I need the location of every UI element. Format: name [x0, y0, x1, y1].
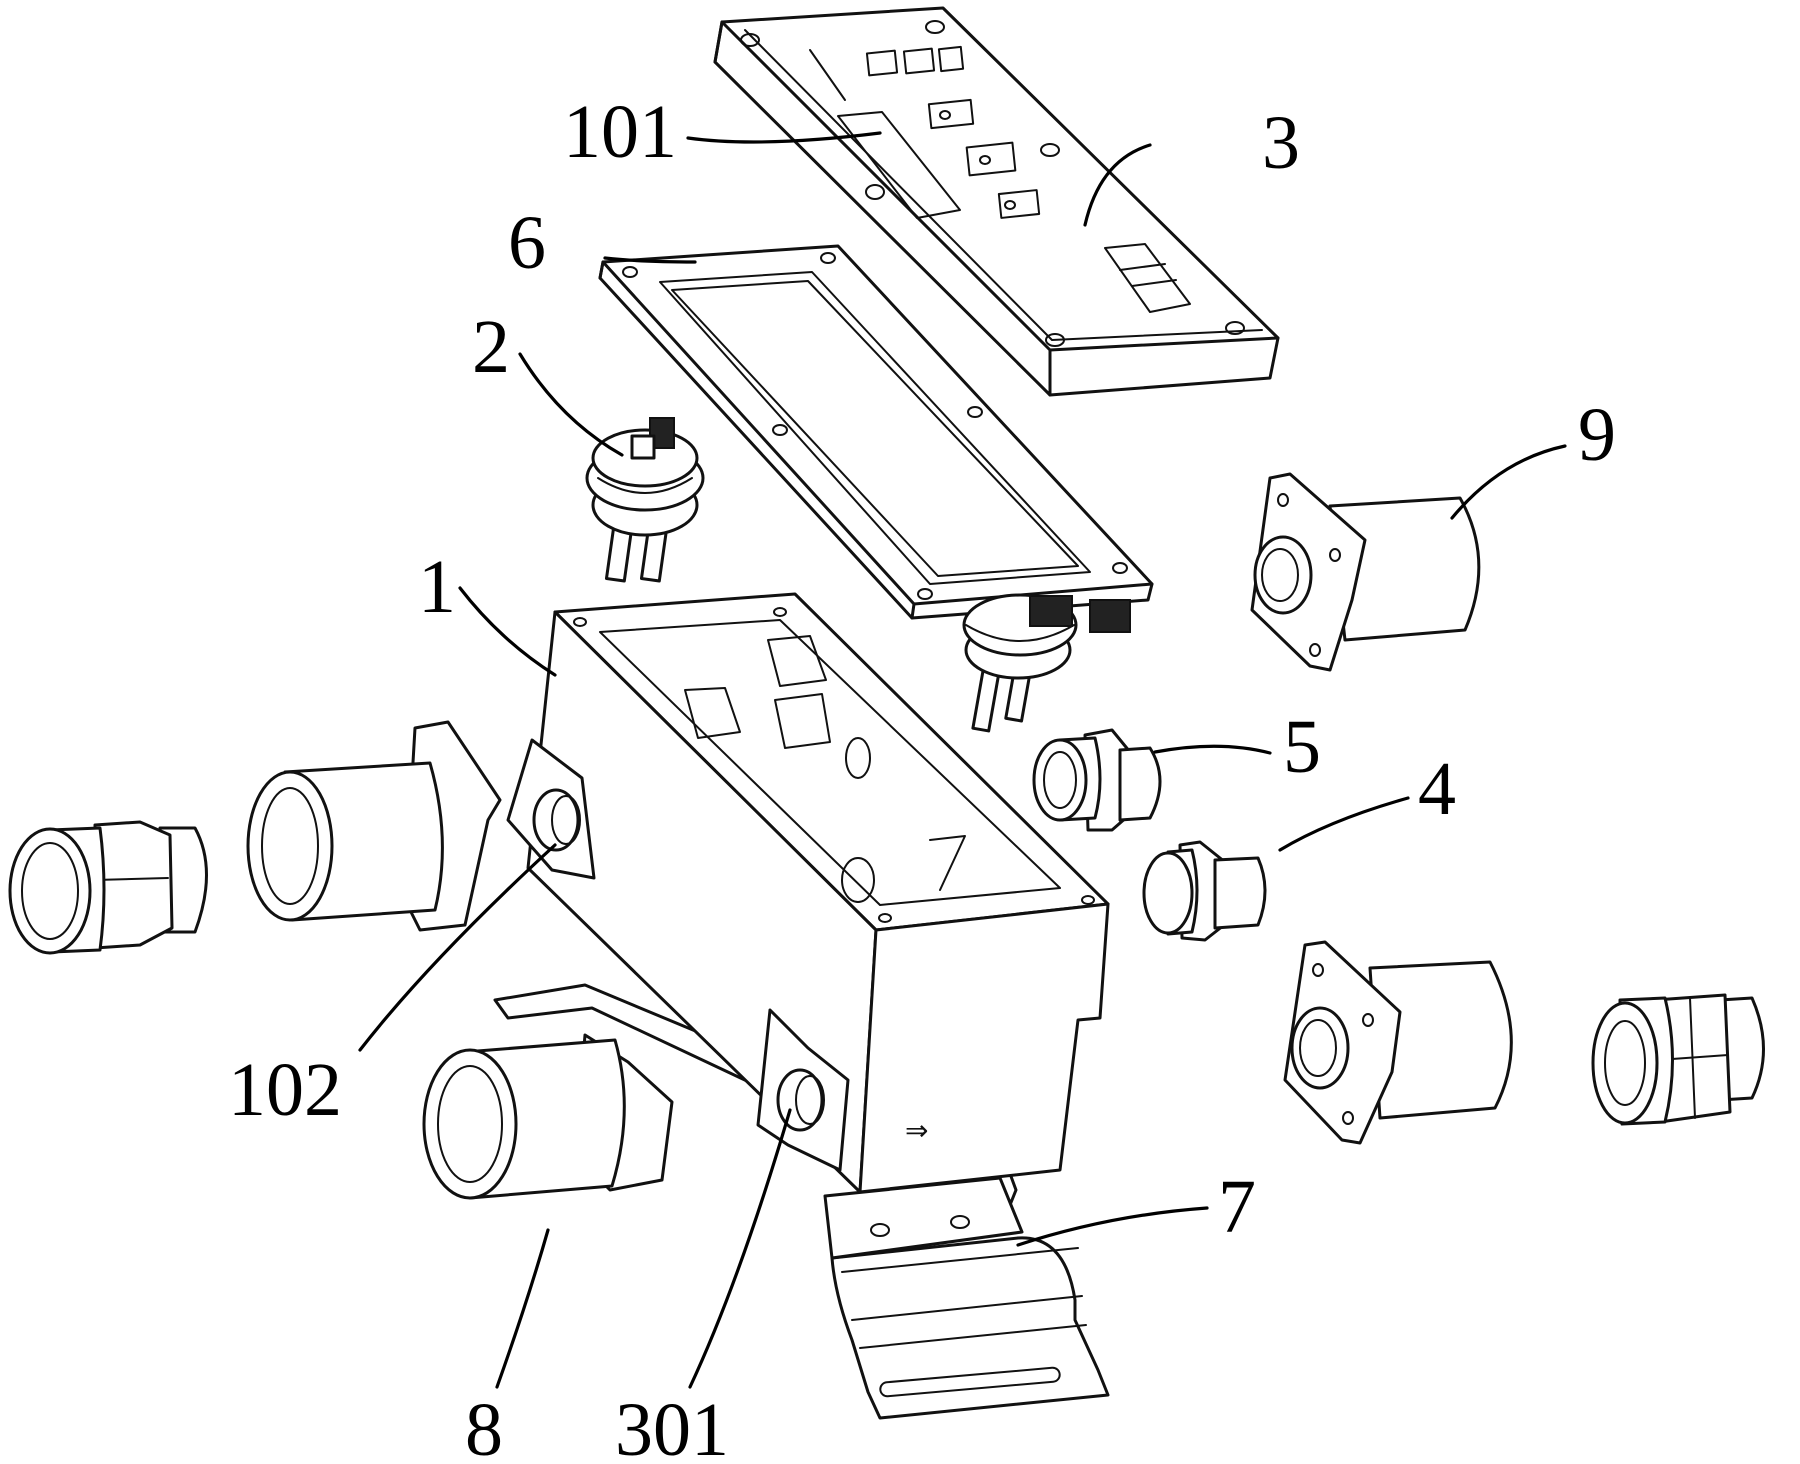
port-102-boss	[506, 738, 596, 880]
leader-6	[603, 256, 697, 264]
leader-3	[1083, 143, 1152, 227]
leader-7	[1016, 1206, 1209, 1247]
rotary-connector-left	[585, 417, 705, 583]
leader-4	[1278, 796, 1410, 852]
leader-8	[495, 1228, 550, 1389]
label-5: 5	[1283, 705, 1321, 789]
leader-102	[358, 843, 557, 1052]
part-labels: 101 3 6 2 1 9 5 4 102 7 8 301	[228, 90, 1616, 1464]
cable-gland-right	[1591, 993, 1765, 1126]
sealing-gasket	[598, 244, 1154, 620]
rotary-connector-right	[962, 593, 1131, 733]
cylindrical-connector-right-bottom	[1283, 940, 1513, 1145]
cylindrical-connector-8	[422, 1033, 674, 1200]
cable-gland-left	[8, 820, 208, 955]
label-301: 101	[563, 90, 677, 174]
cable-gland-5	[1032, 728, 1162, 832]
leader-lines	[358, 131, 1567, 1389]
display-window	[837, 111, 961, 219]
leader-101	[688, 1108, 792, 1389]
label-7: 7	[1218, 1165, 1256, 1249]
label-4: 4	[1418, 747, 1456, 831]
top-cover	[713, 6, 1280, 397]
label-102: 102	[228, 1048, 342, 1132]
housing-body: ⇒	[506, 592, 1110, 1194]
leader-1	[458, 586, 557, 677]
plug-4	[1142, 840, 1267, 942]
port-101	[776, 1068, 824, 1132]
label-3: 3	[1262, 101, 1300, 185]
label-8: 8	[465, 1388, 503, 1464]
flow-arrow-marking: ⇒	[905, 1114, 928, 1147]
port-102	[532, 788, 580, 852]
cylindrical-connector-left	[246, 720, 502, 932]
label-1: 1	[418, 545, 456, 629]
leader-2	[518, 352, 624, 457]
leader-9	[1450, 444, 1567, 520]
label-6: 6	[508, 201, 546, 285]
leader-301	[686, 131, 882, 144]
cylindrical-connector-9	[1250, 472, 1481, 672]
mounting-bracket	[493, 983, 1110, 1420]
label-2: 2	[472, 305, 510, 389]
label-9: 9	[1578, 393, 1616, 477]
leader-5	[1153, 744, 1272, 755]
label-101: 301	[615, 1388, 729, 1464]
port-101-boss	[756, 1008, 850, 1172]
